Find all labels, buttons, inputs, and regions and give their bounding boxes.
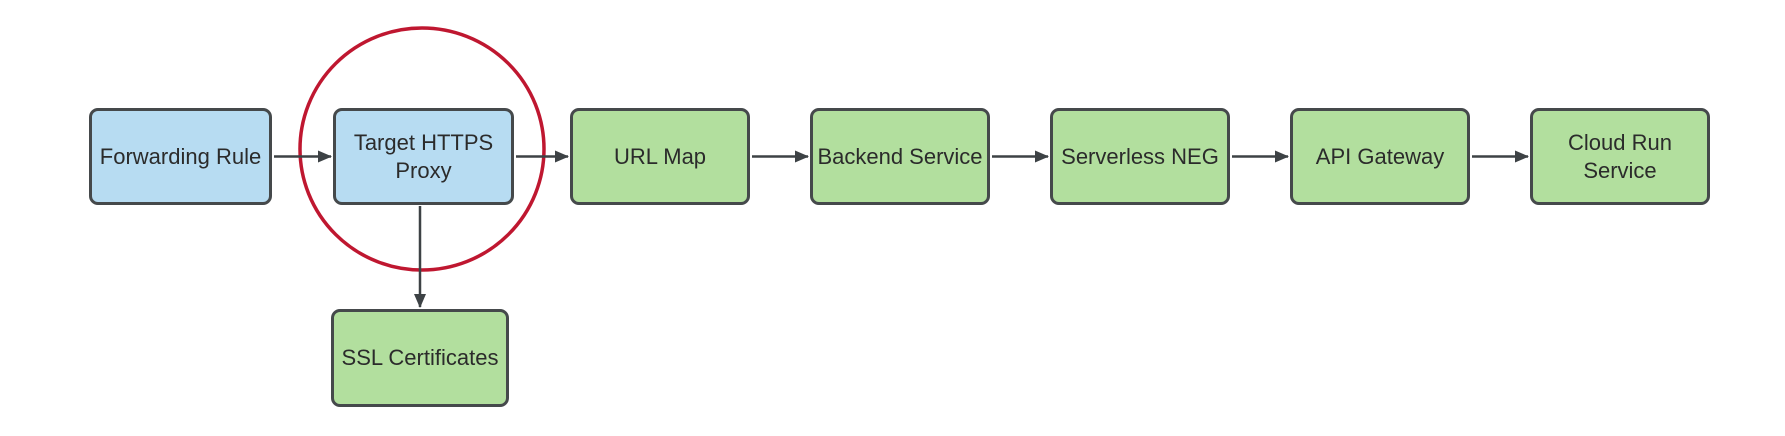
node-target-https-proxy: Target HTTPS Proxy xyxy=(333,108,514,205)
node-api-gateway: API Gateway xyxy=(1290,108,1470,205)
node-forwarding-rule: Forwarding Rule xyxy=(89,108,272,205)
node-label: Backend Service xyxy=(817,143,983,169)
node-label: Forwarding Rule xyxy=(99,143,262,169)
node-label: Target HTTPS Proxy xyxy=(353,130,494,183)
node-serverless-neg: Serverless NEG xyxy=(1050,108,1230,205)
node-cloud-run-service: Cloud Run Service xyxy=(1530,108,1710,205)
node-label: API Gateway xyxy=(1315,143,1445,169)
node-ssl-certificates: SSL Certificates xyxy=(331,309,509,407)
node-backend-service: Backend Service xyxy=(810,108,990,205)
node-label: SSL Certificates xyxy=(341,345,499,371)
node-url-map: URL Map xyxy=(570,108,750,205)
node-label: Serverless NEG xyxy=(1061,143,1219,169)
highlight-circle-icon xyxy=(298,26,546,272)
node-label: URL Map xyxy=(613,143,707,169)
node-label: Cloud Run Service xyxy=(1568,130,1672,183)
